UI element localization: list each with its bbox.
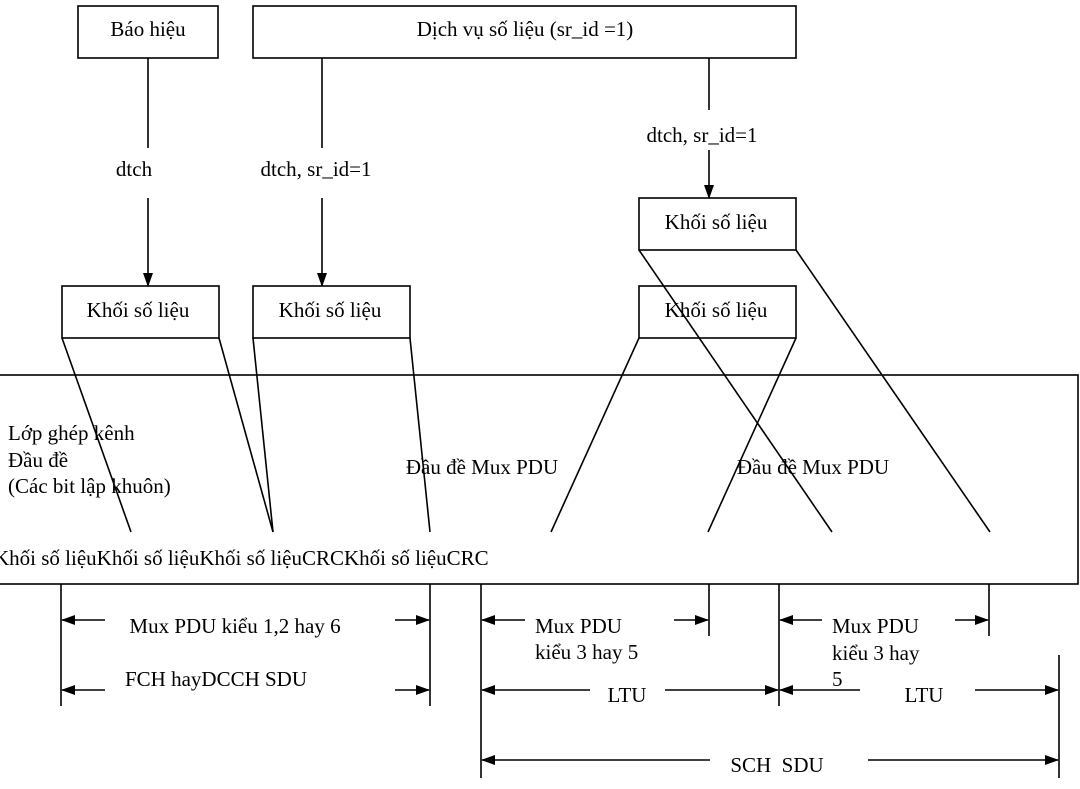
map-line-2a <box>252 337 274 533</box>
data-block-2-label: Khối số liệu <box>279 298 382 322</box>
map-line-3a <box>550 337 640 533</box>
mux-pdu-header-right: Đầu đề Mux PDU <box>737 455 889 479</box>
dim-ltu-a-label: LTU <box>608 683 647 707</box>
data-service-label: Dịch vụ số liệu (sr_id =1) <box>417 17 634 41</box>
signaling-label: Báo hiệu <box>110 17 186 41</box>
mux-pdu-header-left: Đầu đề Mux PDU <box>406 455 558 479</box>
map-line-1b <box>218 337 274 533</box>
map-line-upper-a <box>638 249 833 533</box>
data-block-2 <box>252 285 411 339</box>
data-block-3 <box>638 285 797 339</box>
mux-layer-header: Đầu đề <box>8 448 68 472</box>
data-block-upper-right <box>638 197 797 251</box>
dim-mux126-label: Mux PDU kiểu 1,2 hay 6 <box>129 614 340 638</box>
dim-mux35a-label-2: kiểu 3 hay 5 <box>535 640 638 664</box>
dtch-label: dtch <box>116 157 153 181</box>
data-block-upper-right-label: Khối số liệu <box>665 210 768 234</box>
data-block-1-label: Khối số liệu <box>87 298 190 322</box>
data-block-1 <box>61 285 220 339</box>
data-service-box <box>252 5 797 59</box>
dim-mux35b-label-3: 5 <box>832 667 843 691</box>
map-line-3b <box>707 337 797 533</box>
mux-layer-title: Lớp ghép kênh <box>8 421 135 445</box>
map-line-2b <box>409 337 431 533</box>
map-line-1a <box>61 337 132 533</box>
dim-mux35b-label-2: kiểu 3 hay <box>832 641 920 665</box>
dtch-sr-left-label: dtch, sr_id=1 <box>261 157 372 181</box>
dim-fch-label: FCH hayDCCH SDU <box>125 667 307 691</box>
dim-mux35a-label-1: Mux PDU <box>535 614 622 638</box>
signaling-box <box>77 5 219 59</box>
dim-mux35b-label-1: Mux PDU <box>832 614 919 638</box>
mux-layer-framing-bits: (Các bit lập khuôn) <box>8 474 171 498</box>
dtch-sr-right-label: dtch, sr_id=1 <box>647 123 758 147</box>
mux-layer-box <box>0 374 1079 585</box>
mux-layer-block-row: Khối số liệuKhối số liệuKhối số liệuCRCK… <box>0 546 489 570</box>
dim-sch-label: SCH SDU <box>730 753 823 777</box>
map-line-upper-b <box>795 249 991 533</box>
dim-ltu-b-label: LTU <box>905 683 944 707</box>
data-block-3-label: Khối số liệu <box>665 298 768 322</box>
